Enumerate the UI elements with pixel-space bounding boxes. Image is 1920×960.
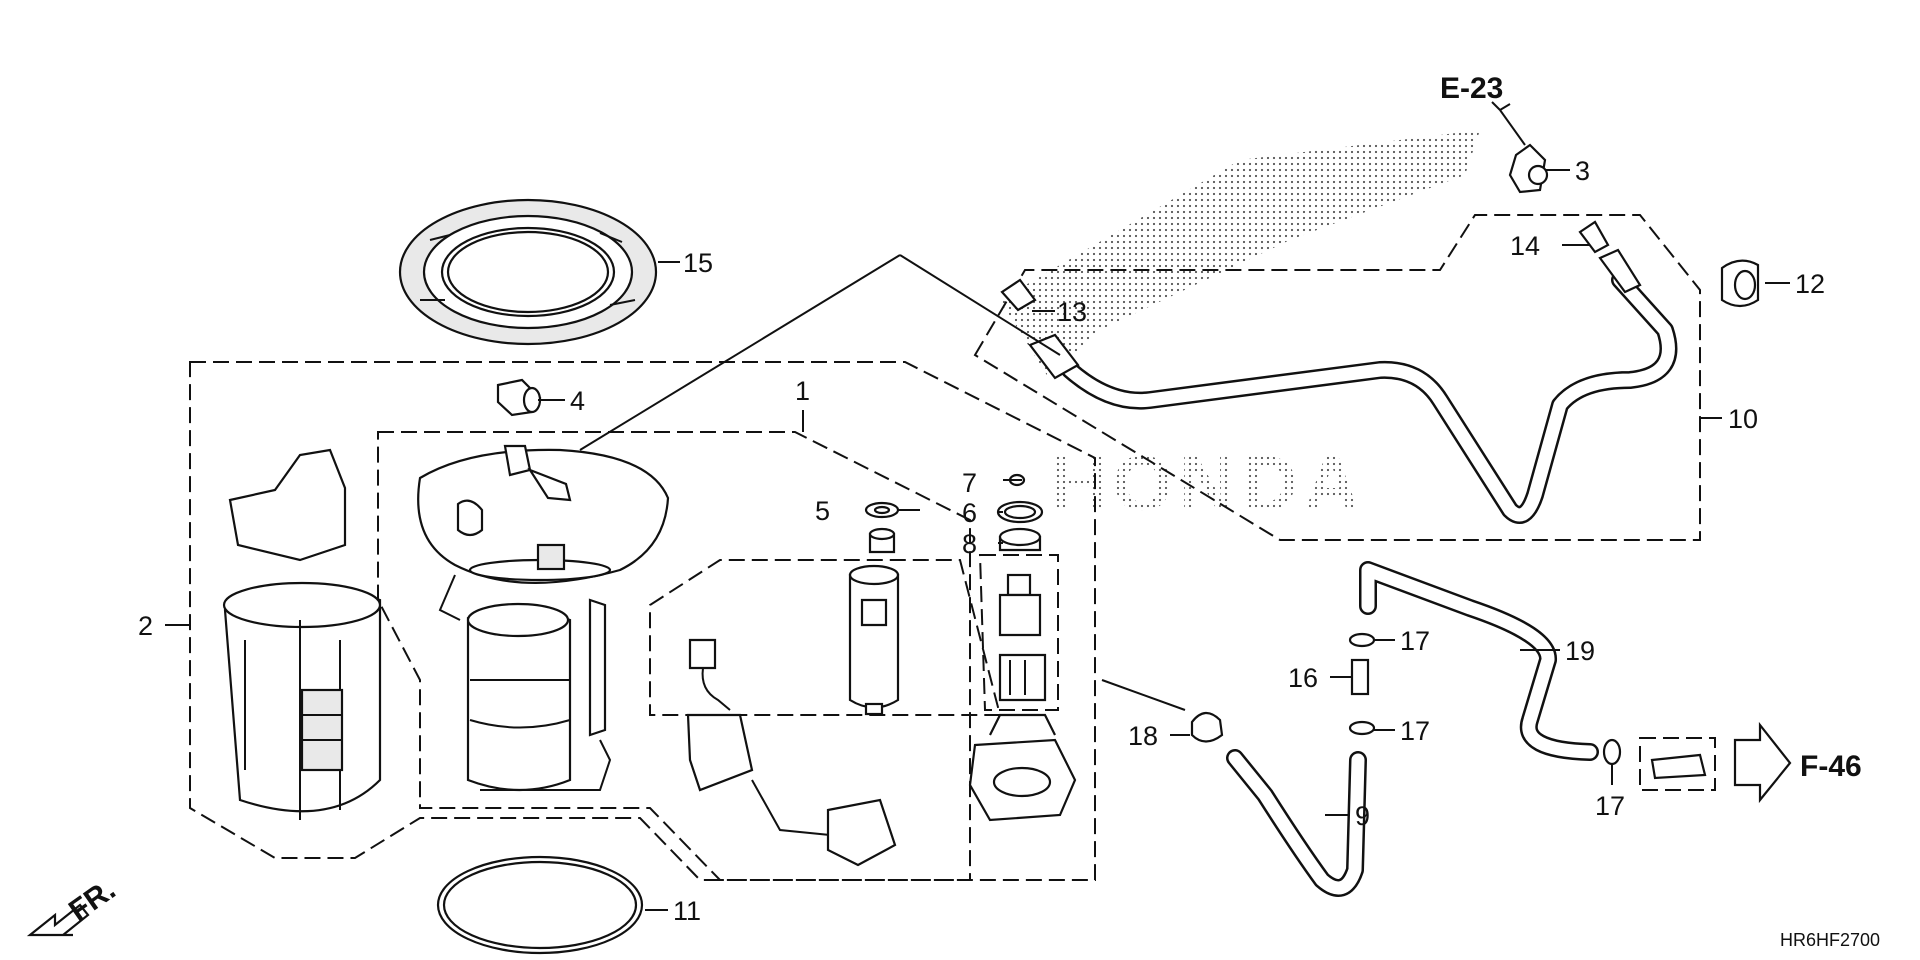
part-19-vent-hose xyxy=(1359,561,1599,761)
callout-17-b: 17 xyxy=(1400,716,1430,746)
callout-14: 14 xyxy=(1510,231,1540,261)
pump-bracket xyxy=(968,713,1077,822)
callout-2: 2 xyxy=(138,611,153,641)
leader-lines xyxy=(165,101,1790,911)
part-8-seal xyxy=(998,527,1042,552)
reference-e23: E-23 xyxy=(1440,72,1503,105)
part-2-fuel-strainer-housing xyxy=(222,448,382,820)
callout-3: 3 xyxy=(1575,156,1590,186)
callout-11: 11 xyxy=(673,896,701,926)
callout-15: 15 xyxy=(683,248,713,278)
callout-9: 9 xyxy=(1355,801,1370,831)
pressure-regulator xyxy=(998,573,1047,702)
callout-4: 4 xyxy=(570,386,585,416)
callout-17-c: 17 xyxy=(1595,791,1625,821)
part-17-clips xyxy=(1348,632,1622,766)
part-3-joint xyxy=(1508,143,1549,194)
assembly-1-outline xyxy=(377,431,971,881)
callout-1: 1 xyxy=(795,376,810,406)
connector-f46-outline xyxy=(1639,737,1716,791)
callout-13: 13 xyxy=(1057,297,1087,327)
sub-assembly-outline xyxy=(649,559,1002,716)
watermark-text: HONDA xyxy=(1050,439,1366,527)
callout-12: 12 xyxy=(1795,269,1825,299)
part-11-tank-seal xyxy=(436,855,644,955)
reference-f46: F-46 xyxy=(1800,750,1862,783)
callout-6: 6 xyxy=(962,498,977,528)
callout-16: 16 xyxy=(1288,663,1318,693)
part-10-fuel-feed-hose xyxy=(1028,248,1678,524)
callout-18: 18 xyxy=(1128,721,1158,751)
part-12-grommet xyxy=(1720,259,1760,308)
callout-7: 7 xyxy=(962,468,977,498)
part-15-lock-ring xyxy=(398,198,658,346)
part-9-breather-hose xyxy=(1226,749,1367,897)
callout-19: 19 xyxy=(1565,636,1595,666)
drawing-code: HR6HF2700 xyxy=(1780,930,1880,950)
regulator-outline xyxy=(978,554,1059,711)
connector-f46 xyxy=(1650,721,1792,804)
callout-8: 8 xyxy=(962,529,977,559)
fuel-pump-motor xyxy=(848,564,900,716)
part-14-clip xyxy=(1578,220,1610,254)
part-4-grommet xyxy=(496,378,542,417)
callout-labels: 15 4 1 2 3 12 13 14 10 7 5 6 8 17 16 17 … xyxy=(138,156,1825,926)
part-18-clip xyxy=(1190,711,1224,743)
part-5-o-ring xyxy=(864,501,900,554)
callout-17-a: 17 xyxy=(1400,626,1430,656)
part-16-joint xyxy=(1350,658,1370,696)
front-direction-arrow: FR. xyxy=(26,873,122,937)
part-6-o-ring xyxy=(996,500,1044,524)
part-1-fuel-pump-module xyxy=(417,444,670,792)
part-13-clip xyxy=(1000,278,1037,312)
hose-10-outline xyxy=(973,214,1701,541)
fuel-level-sender xyxy=(686,638,897,867)
assembly-2-outline xyxy=(189,361,1096,881)
watermark-band xyxy=(1000,130,1480,380)
callout-10: 10 xyxy=(1728,404,1758,434)
callout-5: 5 xyxy=(815,496,830,526)
